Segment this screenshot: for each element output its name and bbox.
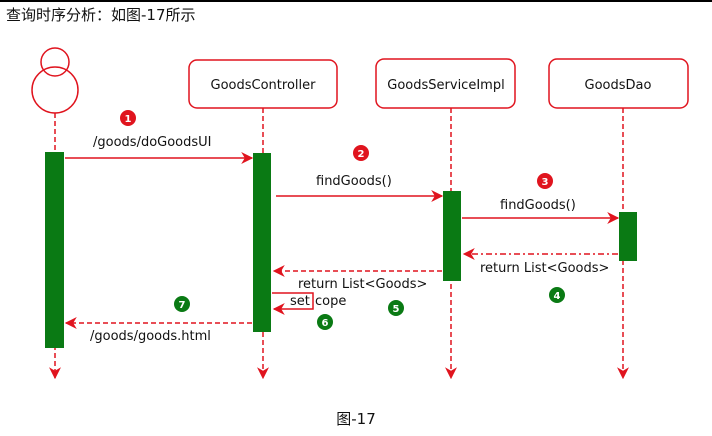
participant-goods-service-impl: GoodsServiceImpl [375, 58, 516, 109]
svg-text:1: 1 [125, 114, 132, 125]
participant-goods-dao: GoodsDao [548, 58, 689, 109]
participant-label: GoodsDao [585, 78, 652, 93]
message-label-2: findGoods() [316, 174, 392, 189]
activation-goods-dao [619, 212, 637, 261]
step-badge-6: 6 [317, 314, 333, 330]
activation-goods-controller [253, 153, 271, 332]
message-arrow-6 [272, 292, 314, 315]
activation-goods-service-impl [443, 191, 461, 281]
message-label-5: return List<Goods> [298, 277, 427, 292]
section-heading: 查询时序分析：如图-17所示 [6, 6, 196, 24]
activation-actor [45, 152, 64, 348]
svg-text:7: 7 [179, 300, 186, 311]
participant-label: GoodsController [211, 78, 317, 93]
step-badge-3: 3 [537, 173, 553, 189]
step-badge-2: 2 [353, 145, 369, 161]
step-badge-5: 5 [388, 300, 404, 316]
svg-text:5: 5 [393, 304, 400, 315]
svg-text:4: 4 [554, 291, 561, 302]
step-badge-4: 4 [549, 287, 565, 303]
step-badge-1: 1 [120, 110, 136, 126]
message-label-7: /goods/goods.html [90, 329, 211, 344]
message-label-6a: set [290, 294, 310, 309]
actor-icon [31, 47, 79, 114]
svg-text:3: 3 [542, 177, 549, 188]
message-label-4: return List<Goods> [480, 261, 609, 276]
message-label-1: /goods/doGoodsUI [93, 135, 212, 150]
message-label-3: findGoods() [500, 198, 576, 213]
svg-text:2: 2 [358, 149, 365, 160]
svg-text:6: 6 [322, 318, 329, 329]
figure-caption: 图-17 [336, 410, 376, 428]
participant-label: GoodsServiceImpl [387, 78, 504, 93]
top-border [0, 0, 712, 2]
participant-goods-controller: GoodsController [188, 59, 338, 109]
message-label-6b: cope [315, 294, 346, 309]
step-badge-7: 7 [174, 296, 190, 312]
